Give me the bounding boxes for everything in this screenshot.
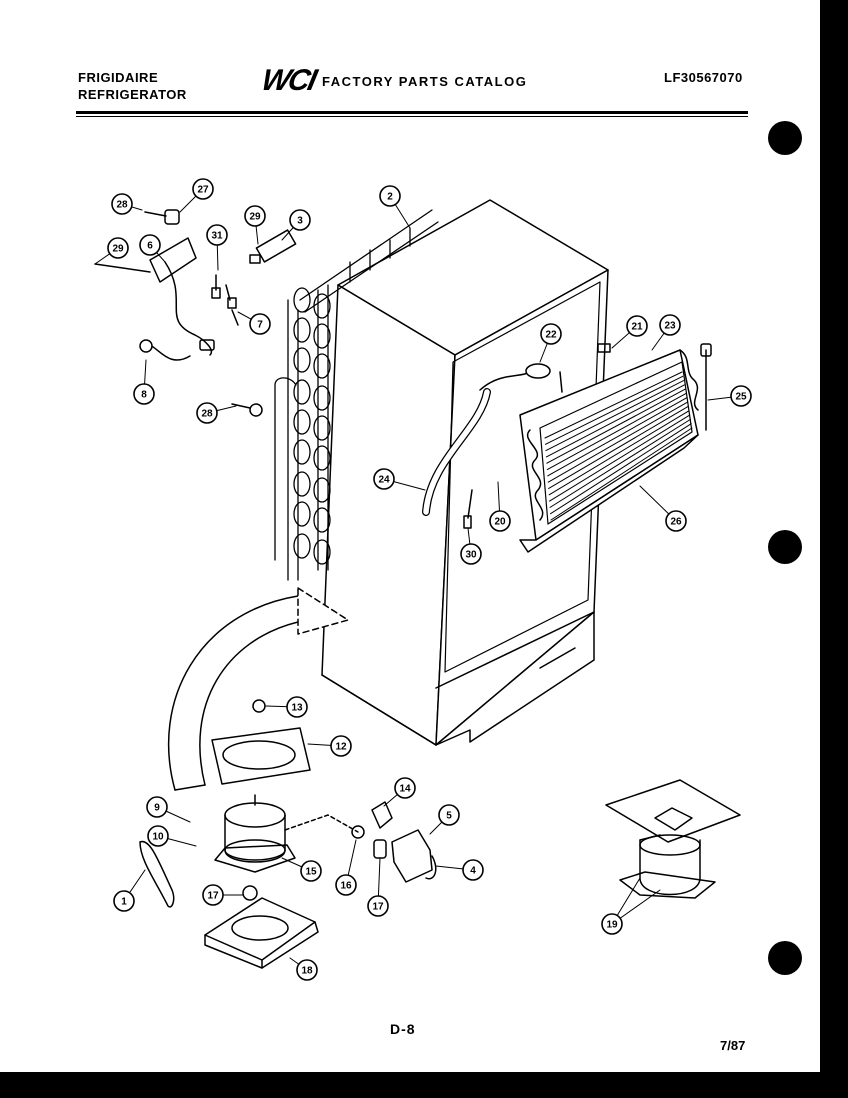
header-rule-thin [76, 116, 748, 117]
callout-18: 18 [296, 959, 318, 981]
svg-text:10: 10 [152, 832, 164, 843]
callout-28: 28 [111, 193, 133, 215]
callout-14: 14 [394, 777, 416, 799]
svg-text:28: 28 [116, 200, 128, 211]
callout-7: 7 [249, 313, 271, 335]
svg-text:3: 3 [297, 216, 303, 227]
svg-text:4: 4 [470, 866, 476, 877]
compressor [214, 794, 359, 873]
binder-hole-top [768, 121, 802, 155]
mount-bracket [139, 840, 175, 908]
svg-text:14: 14 [399, 784, 411, 795]
svg-text:24: 24 [378, 475, 390, 486]
product-type: REFRIGERATOR [78, 87, 187, 102]
svg-text:1: 1 [121, 897, 127, 908]
callout-21: 21 [626, 315, 648, 337]
condenser-coil [274, 209, 439, 581]
compressor-assembly-view [605, 779, 741, 899]
svg-text:21: 21 [631, 322, 643, 333]
callout-24: 24 [373, 468, 395, 490]
callout-2: 2 [379, 185, 401, 207]
callout-8: 8 [133, 383, 155, 405]
refrigerator-cabinet [321, 199, 609, 746]
svg-text:8: 8 [141, 390, 147, 401]
callout-17: 17 [202, 884, 224, 906]
callout-4: 4 [462, 859, 484, 881]
base-bracket [204, 885, 319, 969]
page-number: D-8 [390, 1021, 416, 1037]
callout-30: 30 [460, 543, 482, 565]
svg-text:7: 7 [257, 320, 263, 331]
svg-text:16: 16 [340, 881, 352, 892]
svg-text:29: 29 [112, 244, 124, 255]
brand-name: FRIGIDAIRE [78, 70, 159, 85]
svg-text:23: 23 [664, 321, 676, 332]
binder-hole-bottom [768, 941, 802, 975]
callout-10: 10 [147, 825, 169, 847]
svg-text:13: 13 [291, 703, 303, 714]
svg-text:30: 30 [465, 550, 477, 561]
svg-text:15: 15 [305, 867, 317, 878]
relay-overload [351, 801, 437, 883]
callout-25: 25 [730, 385, 752, 407]
svg-text:17: 17 [207, 891, 219, 902]
flow-arrow [167, 587, 349, 791]
svg-text:12: 12 [335, 742, 347, 753]
callout-31: 31 [206, 224, 228, 246]
svg-text:20: 20 [494, 517, 506, 528]
callout-9: 9 [146, 796, 168, 818]
callout-20: 20 [489, 510, 511, 532]
callout-16: 16 [335, 874, 357, 896]
callout-1: 1 [113, 890, 135, 912]
callout-17: 17 [367, 895, 389, 917]
callout-23: 23 [659, 314, 681, 336]
callout-29: 29 [244, 205, 266, 227]
callout-15: 15 [300, 860, 322, 882]
svg-text:5: 5 [446, 811, 452, 822]
callout-28: 28 [196, 402, 218, 424]
callout-12: 12 [330, 735, 352, 757]
svg-text:18: 18 [301, 966, 313, 977]
drain-tubes [422, 363, 563, 529]
binder-hole-middle [768, 530, 802, 564]
svg-text:25: 25 [735, 392, 747, 403]
model-number: LF30567070 [664, 70, 743, 85]
small-parts [94, 209, 611, 417]
svg-text:28: 28 [201, 409, 213, 420]
callout-29: 29 [107, 237, 129, 259]
drain-pan [211, 699, 311, 785]
svg-text:17: 17 [372, 902, 384, 913]
svg-text:2: 2 [387, 192, 393, 203]
svg-text:22: 22 [545, 330, 557, 341]
svg-text:9: 9 [154, 803, 160, 814]
catalog-title: FACTORY PARTS CATALOG [322, 74, 528, 89]
callout-22: 22 [540, 323, 562, 345]
callout-3: 3 [289, 209, 311, 231]
callout-6: 6 [139, 234, 161, 256]
callout-13: 13 [286, 696, 308, 718]
header-rule [76, 111, 748, 114]
svg-text:31: 31 [211, 231, 223, 242]
callout-5: 5 [438, 804, 460, 826]
svg-text:26: 26 [670, 517, 682, 528]
revision-date: 7/87 [720, 1038, 746, 1053]
svg-text:6: 6 [147, 241, 153, 252]
callout-27: 27 [192, 178, 214, 200]
callout-19: 19 [601, 913, 623, 935]
svg-text:27: 27 [197, 185, 209, 196]
callout-26: 26 [665, 510, 687, 532]
svg-text:29: 29 [249, 212, 261, 223]
evaporator-coil [519, 343, 712, 553]
svg-text:19: 19 [606, 920, 618, 931]
